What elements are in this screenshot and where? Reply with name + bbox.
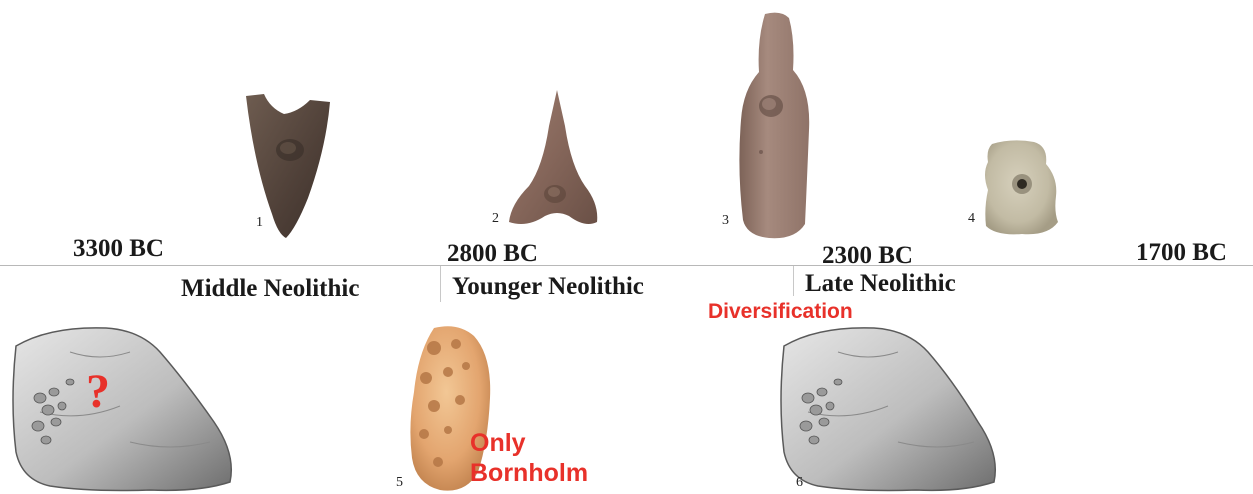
cup-marked-rock-icon [10,322,240,494]
artifact-2 [505,86,605,234]
cup-marked-rock-icon [778,322,1004,494]
artifact-3 [735,10,815,242]
artifact-6 [778,322,1004,494]
period-middle-neolithic: Middle Neolithic [181,276,359,301]
date-label-2300: 2300 BC [822,243,913,268]
artifact-number-2: 2 [492,212,499,226]
artifact-number-1: 1 [256,216,263,230]
artifact-4 [982,138,1060,238]
period-late-neolithic: Late Neolithic [805,271,956,296]
period-divider-2 [793,266,794,296]
cup-marked-rock-left [10,322,240,494]
only-bornholm-line-1: Only [470,430,526,457]
artifact-number-6: 6 [796,476,803,490]
date-label-1700: 1700 BC [1136,240,1227,265]
triangular-stone-object-icon [505,86,605,234]
artifact-number-3: 3 [722,214,729,228]
v-shaped-stone-object-icon [238,88,338,242]
artifact-number-5: 5 [396,476,403,490]
period-divider-1 [440,266,441,302]
date-label-2800: 2800 BC [447,241,538,266]
timeline-axis [0,265,1253,266]
elongated-stone-object-icon [735,10,815,242]
only-bornholm-line-2: Bornholm [470,460,588,487]
diversification-note: Diversification [708,301,853,324]
period-younger-neolithic: Younger Neolithic [452,274,644,299]
date-label-3300: 3300 BC [73,236,164,261]
artifact-1 [238,88,338,242]
artifact-number-4: 4 [968,212,975,226]
small-perforated-stone-icon [982,138,1060,238]
question-mark: ? [86,366,110,418]
